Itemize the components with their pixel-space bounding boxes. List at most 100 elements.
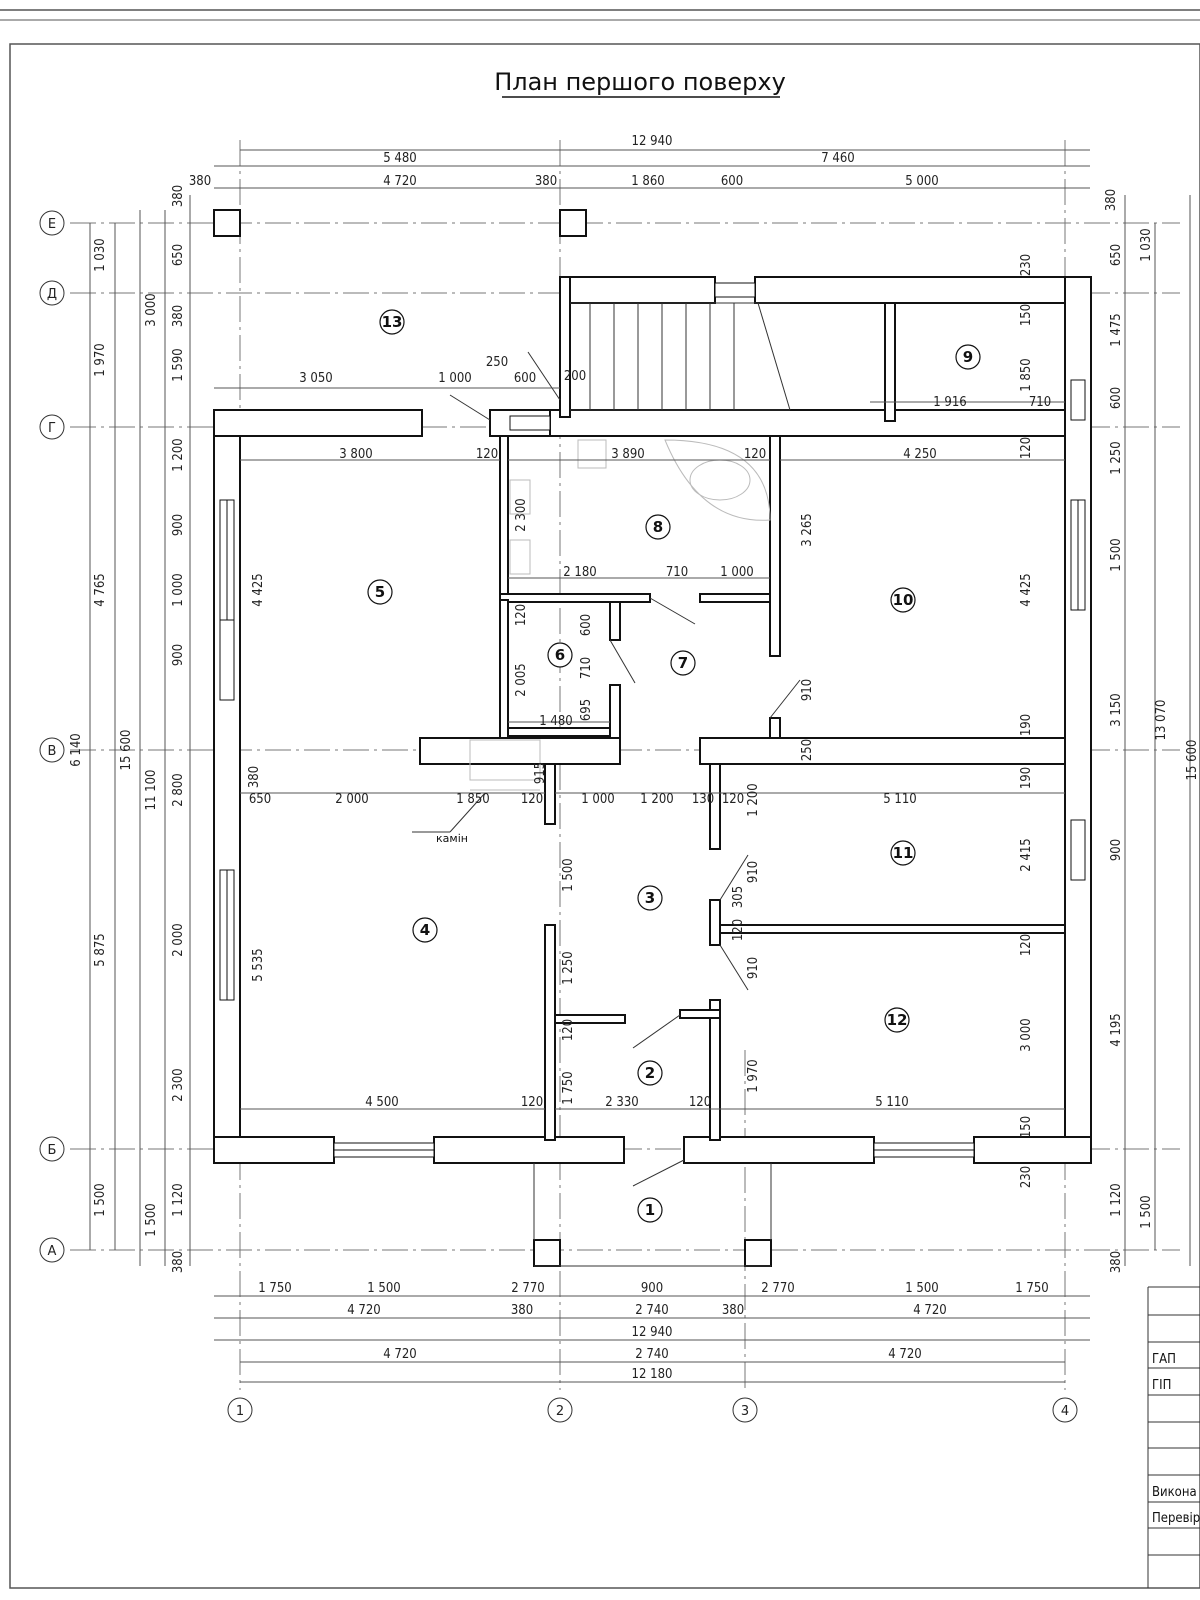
dim-left-inner: 380 [171,185,186,207]
dim-int: 1 970 [746,1059,761,1092]
dim-int: 2 300 [514,498,529,531]
dim-bottom-r2: 380 [722,1303,744,1318]
room-marker: 6 [547,642,573,668]
dim-bottom-r1: 2 770 [761,1281,794,1296]
dim-left-inner: 380 [171,1251,186,1273]
dim-right-inner: 380 [1109,1251,1124,1273]
dim-int: 1 500 [561,858,576,891]
dim-left-inner: 1 590 [171,348,186,381]
dim-top-r3: 600 [721,174,743,189]
room-marker: 2 [637,1060,663,1086]
axis-bubble: Б [39,1136,65,1162]
axis-bubble: В [39,737,65,763]
svg-text:1: 1 [645,1201,655,1219]
dim-int: 150 [1019,304,1034,326]
dim-bottom-r2: 4 720 [913,1303,946,1318]
dim-int: 120 [476,447,498,462]
svg-text:Б: Б [48,1143,57,1158]
dim-right-inner: 1 500 [1109,538,1124,571]
svg-text:1: 1 [236,1404,244,1419]
dim-left-outer: 1 970 [93,343,108,376]
dim-int: 380 [247,766,262,788]
dim-bottom-r4: 4 720 [383,1347,416,1362]
axis-bubble: 4 [1052,1397,1078,1423]
dim-int: 190 [1019,714,1034,736]
dim-top-right: 7 460 [821,151,854,166]
room-marker: 9 [955,344,981,370]
dim-right-inner: 4 195 [1109,1013,1124,1046]
dim-int: 4 250 [903,447,936,462]
svg-text:А: А [48,1244,57,1259]
svg-text:Г: Г [48,421,56,436]
room-marker: 3 [637,885,663,911]
dim-int: 3 000 [1019,1018,1034,1051]
axis-bubble: Е [39,210,65,236]
dim-int: 4 500 [365,1095,398,1110]
dim-int: 1 000 [720,565,753,580]
dim-int: 1 250 [561,951,576,984]
dim-top-r3: 380 [1104,189,1119,211]
svg-text:6: 6 [555,646,565,664]
dim-int: 910 [746,861,761,883]
dim-int: 1 000 [438,371,471,386]
dim-int: 1 200 [746,783,761,816]
dim-left-inner: 1 000 [171,573,186,606]
dim-int: 2 000 [335,792,368,807]
dim-int: 1 850 [456,792,489,807]
dim-int: 710 [579,657,594,679]
dim-bottom-r2: 2 740 [635,1303,668,1318]
dim-int: 230 [1019,1166,1034,1188]
svg-text:Е: Е [48,217,56,232]
dim-top-r3: 5 000 [905,174,938,189]
dim-left-long: 1 500 [144,1203,159,1236]
svg-text:13: 13 [382,313,403,331]
dim-int: 2 180 [563,565,596,580]
dim-left-outer: 1 500 [93,1183,108,1216]
room-marker: 11 [890,840,916,866]
dim-bottom-r2: 4 720 [347,1303,380,1318]
dim-right-mid: 1 030 [1139,228,1154,261]
page-frame [0,9,1200,1589]
dim-right-mid: 13 070 [1154,700,1169,741]
dim-right-inner: 1 475 [1109,313,1124,346]
dim-left-outer: 5 875 [93,933,108,966]
title-block-labels: ГАП ГІП Викона Перевір [1152,1352,1200,1526]
interior-dimensions: 3 050 1 000 250 600 200 1 916 710 3 800 … [247,254,1051,1188]
dim-left-inner: 650 [171,244,186,266]
dim-left-inner: 1 200 [171,438,186,471]
svg-text:3: 3 [645,889,655,907]
tb-label-gip: ГІП [1152,1378,1171,1393]
room-markers: 1 2 3 4 5 6 7 8 9 10 11 12 13 [367,309,981,1223]
dim-bottom-r1: 1 750 [1015,1281,1048,1296]
dim-int: 120 [689,1095,711,1110]
dim-right-inner: 650 [1109,244,1124,266]
dim-int: 1 750 [561,1071,576,1104]
dim-left-outer: 4 765 [93,573,108,606]
dim-int: 1 480 [539,714,572,729]
fireplace-label: камін [436,832,468,845]
dim-int: 3 265 [800,513,815,546]
dim-int: 1 000 [581,792,614,807]
dim-int: 4 425 [1019,573,1034,606]
dim-int: 120 [561,1019,576,1041]
dim-right-inner: 600 [1109,387,1124,409]
dim-left-inner: 900 [171,644,186,666]
dim-total-top: 12 940 [632,134,673,149]
dim-right-inner: 900 [1109,839,1124,861]
dim-left-mid: 15 600 [119,730,134,771]
axis-bubble: А [39,1237,65,1263]
dim-int: 600 [514,371,536,386]
dim-top-r3: 380 [189,174,211,189]
top-dimensions: 12 940 5 480 7 460 380 4 720 380 1 860 6… [189,134,1119,211]
room-marker: 7 [670,650,696,676]
axis-bubbles-letters: Е Д Г В Б А [39,210,65,1263]
bottom-dimensions: 1 750 1 500 2 770 900 2 770 1 500 1 750 … [258,1281,1048,1382]
dim-bottom-r4: 2 740 [635,1347,668,1362]
dim-left-inner: 1 120 [171,1183,186,1216]
dim-int: 5 535 [251,948,266,981]
dim-int: 915 [533,762,548,784]
tb-label-vykonav: Викона [1152,1485,1197,1500]
svg-text:10: 10 [893,591,914,609]
room-marker: 12 [884,1007,910,1033]
